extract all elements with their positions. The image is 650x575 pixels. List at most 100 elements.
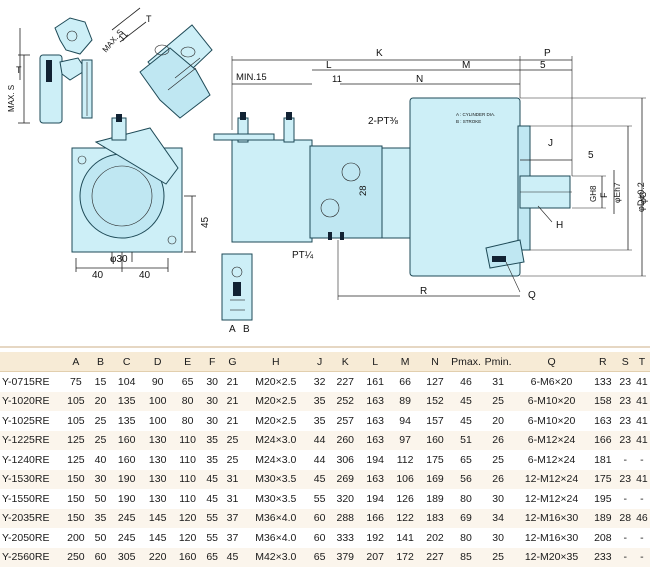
- value-cell: 220: [142, 547, 174, 567]
- value-cell: 35: [202, 430, 223, 450]
- value-cell: 69: [449, 508, 483, 528]
- value-cell: 60: [308, 508, 331, 528]
- label-t-top: T: [146, 14, 152, 24]
- value-cell: -: [623, 492, 628, 505]
- value-cell: 80: [460, 531, 472, 544]
- model-cell: Y-1240RE: [2, 453, 50, 466]
- value-cell: 80: [181, 414, 194, 427]
- value-cell: 127: [426, 375, 444, 388]
- value-cell: 45: [460, 414, 472, 427]
- clamp-angled-view: [111, 7, 213, 119]
- value-cell: 110: [179, 453, 196, 466]
- value-cell: 207: [360, 547, 391, 567]
- value-cell: 46: [633, 508, 650, 528]
- value-cell: 181: [594, 453, 612, 466]
- clamp-detail-view: [18, 17, 93, 124]
- side-cylinder-view: [213, 56, 646, 300]
- value-cell: 126: [396, 492, 414, 505]
- label-r: R: [420, 286, 427, 297]
- column-header: B: [89, 352, 112, 372]
- label-port-a: A: [229, 324, 236, 335]
- value-cell: 34: [482, 508, 515, 528]
- column-header: F: [202, 352, 223, 372]
- value-cell: 130: [142, 469, 174, 489]
- value-cell: -: [640, 453, 644, 466]
- value-cell: 56: [449, 469, 483, 489]
- value-cell: 135: [111, 391, 143, 411]
- value-cell: 35: [89, 508, 112, 528]
- value-cell: 25: [89, 430, 112, 450]
- value-cell: 208: [594, 531, 612, 544]
- value-cell: 50: [94, 492, 107, 505]
- value-cell: 257: [336, 414, 355, 427]
- value-cell: 26: [482, 469, 515, 489]
- value-cell: 305: [111, 547, 143, 567]
- value-cell: 172: [390, 547, 421, 567]
- value-cell: 25: [492, 453, 504, 466]
- value-cell: 12-M12×24: [524, 492, 579, 505]
- value-cell: 175: [588, 469, 617, 489]
- value-cell: 32: [313, 375, 326, 388]
- value-cell: 245: [117, 531, 136, 544]
- value-cell: 20: [492, 414, 504, 427]
- value-cell: 200: [67, 531, 85, 544]
- value-cell: 30: [89, 469, 112, 489]
- value-cell: 45: [308, 469, 331, 489]
- value-cell: 60: [313, 531, 326, 544]
- column-header: E: [173, 352, 203, 372]
- value-cell: 12-M16×30: [514, 508, 589, 528]
- value-cell: M36×4.0: [242, 508, 309, 528]
- value-cell: 150: [62, 469, 90, 489]
- value-cell: 166: [360, 508, 391, 528]
- model-cell: Y-1025RE: [2, 414, 50, 427]
- value-cell: 160: [111, 430, 143, 450]
- value-cell: 192: [366, 531, 384, 544]
- label-dim-40-left: 40: [92, 270, 104, 281]
- label-h: H: [556, 220, 563, 231]
- value-cell: 125: [62, 430, 90, 450]
- value-cell: 35: [308, 391, 331, 411]
- value-cell: 23: [616, 391, 634, 411]
- value-cell: 25: [226, 453, 239, 466]
- value-cell: 51: [449, 430, 483, 450]
- value-cell: 55: [313, 492, 326, 505]
- value-cell: 6-M10×20: [514, 391, 589, 411]
- value-cell: 227: [420, 547, 450, 567]
- value-cell: M42×3.0: [242, 547, 309, 567]
- value-cell: 28: [616, 508, 634, 528]
- value-cell: 110: [179, 492, 196, 505]
- value-cell: 145: [148, 531, 167, 544]
- value-cell: 25: [482, 391, 515, 411]
- value-cell: M24×3.0: [255, 453, 297, 466]
- value-cell: 169: [420, 469, 450, 489]
- value-cell: 245: [111, 508, 143, 528]
- value-cell: 94: [399, 414, 411, 427]
- value-cell: M20×2.5: [242, 391, 309, 411]
- value-cell: -: [640, 492, 644, 505]
- value-cell: 41: [636, 375, 648, 388]
- value-cell: 122: [390, 508, 421, 528]
- value-cell: 41: [636, 414, 648, 427]
- label-dim-45: 45: [200, 216, 211, 228]
- value-cell: 20: [89, 391, 112, 411]
- value-cell: 120: [178, 531, 197, 544]
- front-end-view: [71, 114, 196, 272]
- value-cell: 160: [117, 453, 136, 466]
- value-cell: 194: [366, 492, 384, 505]
- value-cell: 6-M6×20: [530, 375, 573, 388]
- value-cell: 160: [420, 430, 450, 450]
- value-cell: 104: [117, 375, 136, 388]
- value-cell: 40: [94, 453, 107, 466]
- column-header: A: [62, 352, 90, 372]
- label-n: N: [416, 74, 423, 85]
- value-cell: M30×3.5: [255, 492, 297, 505]
- value-cell: 157: [426, 414, 444, 427]
- value-cell: 65: [181, 375, 194, 388]
- label-q: Q: [528, 290, 536, 301]
- value-cell: 23: [616, 430, 634, 450]
- value-cell: 55: [206, 531, 219, 544]
